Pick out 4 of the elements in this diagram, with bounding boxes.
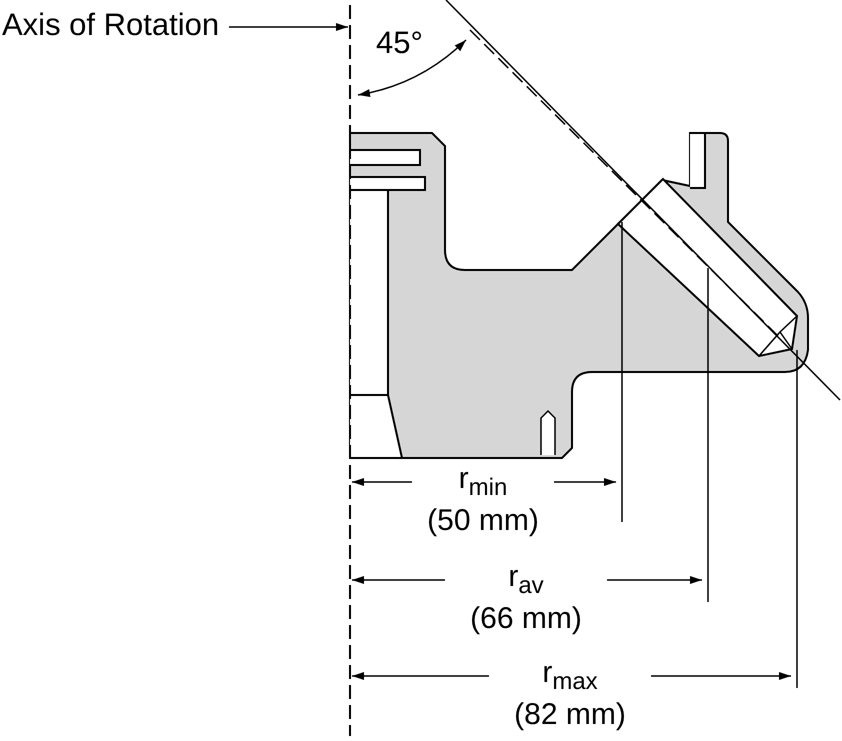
angle-label: 45° — [376, 26, 423, 60]
axis-line — [349, 5, 351, 736]
axis-label: Axis of Rotation — [2, 8, 220, 42]
leader-arrow — [229, 23, 348, 31]
